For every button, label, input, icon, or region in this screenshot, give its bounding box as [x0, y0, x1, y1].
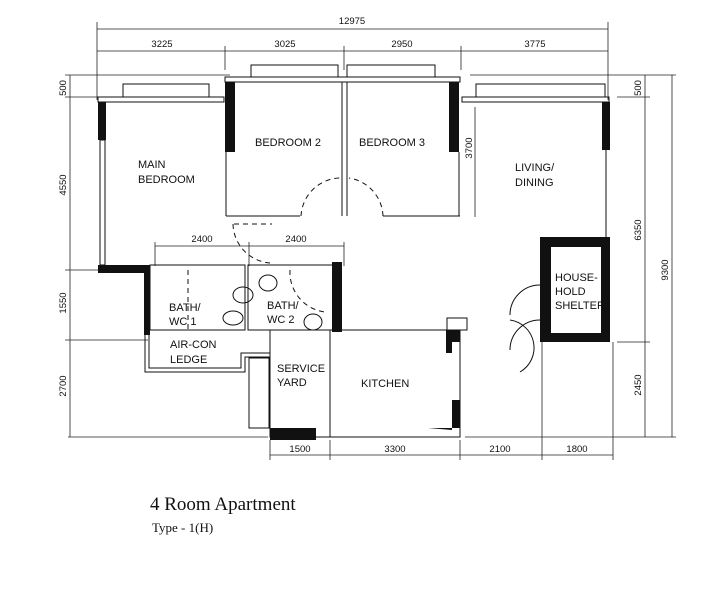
dim-left-4: 2700	[58, 375, 69, 396]
right-dimensions: 500 6350 2450 9300 3700	[464, 74, 676, 437]
walls	[97, 64, 610, 440]
dim-left-2: 4550	[58, 174, 69, 195]
bottom-dimensions: 1500 3300 2100 1800	[68, 342, 676, 460]
top-dimensions: 12975 3225 3025 2950 3775	[96, 16, 609, 100]
label-bath2-1: BATH/	[267, 300, 300, 312]
label-shelter-3: SHELTER	[555, 300, 605, 312]
label-shelter-1: HOUSE-	[555, 272, 598, 284]
dim-overall-height: 9300	[660, 259, 671, 280]
label-living-1: LIVING/	[515, 162, 555, 174]
dim-bath-2: 2400	[285, 234, 306, 245]
dim-right-3: 2450	[633, 374, 644, 395]
label-aircon-2: LEDGE	[170, 354, 207, 366]
dim-bedroom-depth: 3700	[464, 137, 475, 158]
label-bath2-2: WC 2	[267, 314, 295, 326]
label-shelter-2: HOLD	[555, 286, 586, 298]
label-service-2: YARD	[277, 377, 307, 389]
dim-top-3: 2950	[391, 39, 412, 50]
dim-top-2: 3025	[274, 39, 295, 50]
label-bath1-2: WC 1	[169, 316, 197, 328]
dim-bottom-3: 2100	[489, 444, 510, 455]
dim-bottom-4: 1800	[566, 444, 587, 455]
dim-overall-width: 12975	[339, 16, 365, 27]
dim-bath-1: 2400	[191, 234, 212, 245]
label-bath1-1: BATH/	[169, 302, 202, 314]
label-living-2: DINING	[515, 177, 554, 189]
label-bedroom-3: BEDROOM 3	[359, 137, 425, 149]
label-kitchen: KITCHEN	[361, 378, 409, 390]
dim-left-3: 1550	[58, 292, 69, 313]
dim-top-1: 3225	[151, 39, 172, 50]
dim-left-1: 500	[58, 80, 69, 96]
dim-bottom-1: 1500	[289, 444, 310, 455]
label-main-bedroom-1: MAIN	[138, 159, 166, 171]
left-dimensions: 500 4550 1550 2700	[58, 74, 230, 437]
dim-bottom-2: 3300	[384, 444, 405, 455]
label-aircon-1: AIR-CON	[170, 339, 217, 351]
dim-top-4: 3775	[524, 39, 545, 50]
label-main-bedroom-2: BEDROOM	[138, 174, 195, 186]
bath-dimensions: 2400 2400	[154, 234, 345, 266]
plan-title: 4 Room Apartment	[150, 494, 296, 515]
room-labels: MAIN BEDROOM BEDROOM 2 BEDROOM 3 LIVING/…	[138, 137, 605, 390]
dim-right-1: 500	[633, 80, 644, 96]
label-service-1: SERVICE	[277, 363, 325, 375]
plan-subtitle: Type - 1(H)	[152, 520, 214, 535]
label-bedroom-2: BEDROOM 2	[255, 137, 321, 149]
dim-right-2: 6350	[633, 219, 644, 240]
